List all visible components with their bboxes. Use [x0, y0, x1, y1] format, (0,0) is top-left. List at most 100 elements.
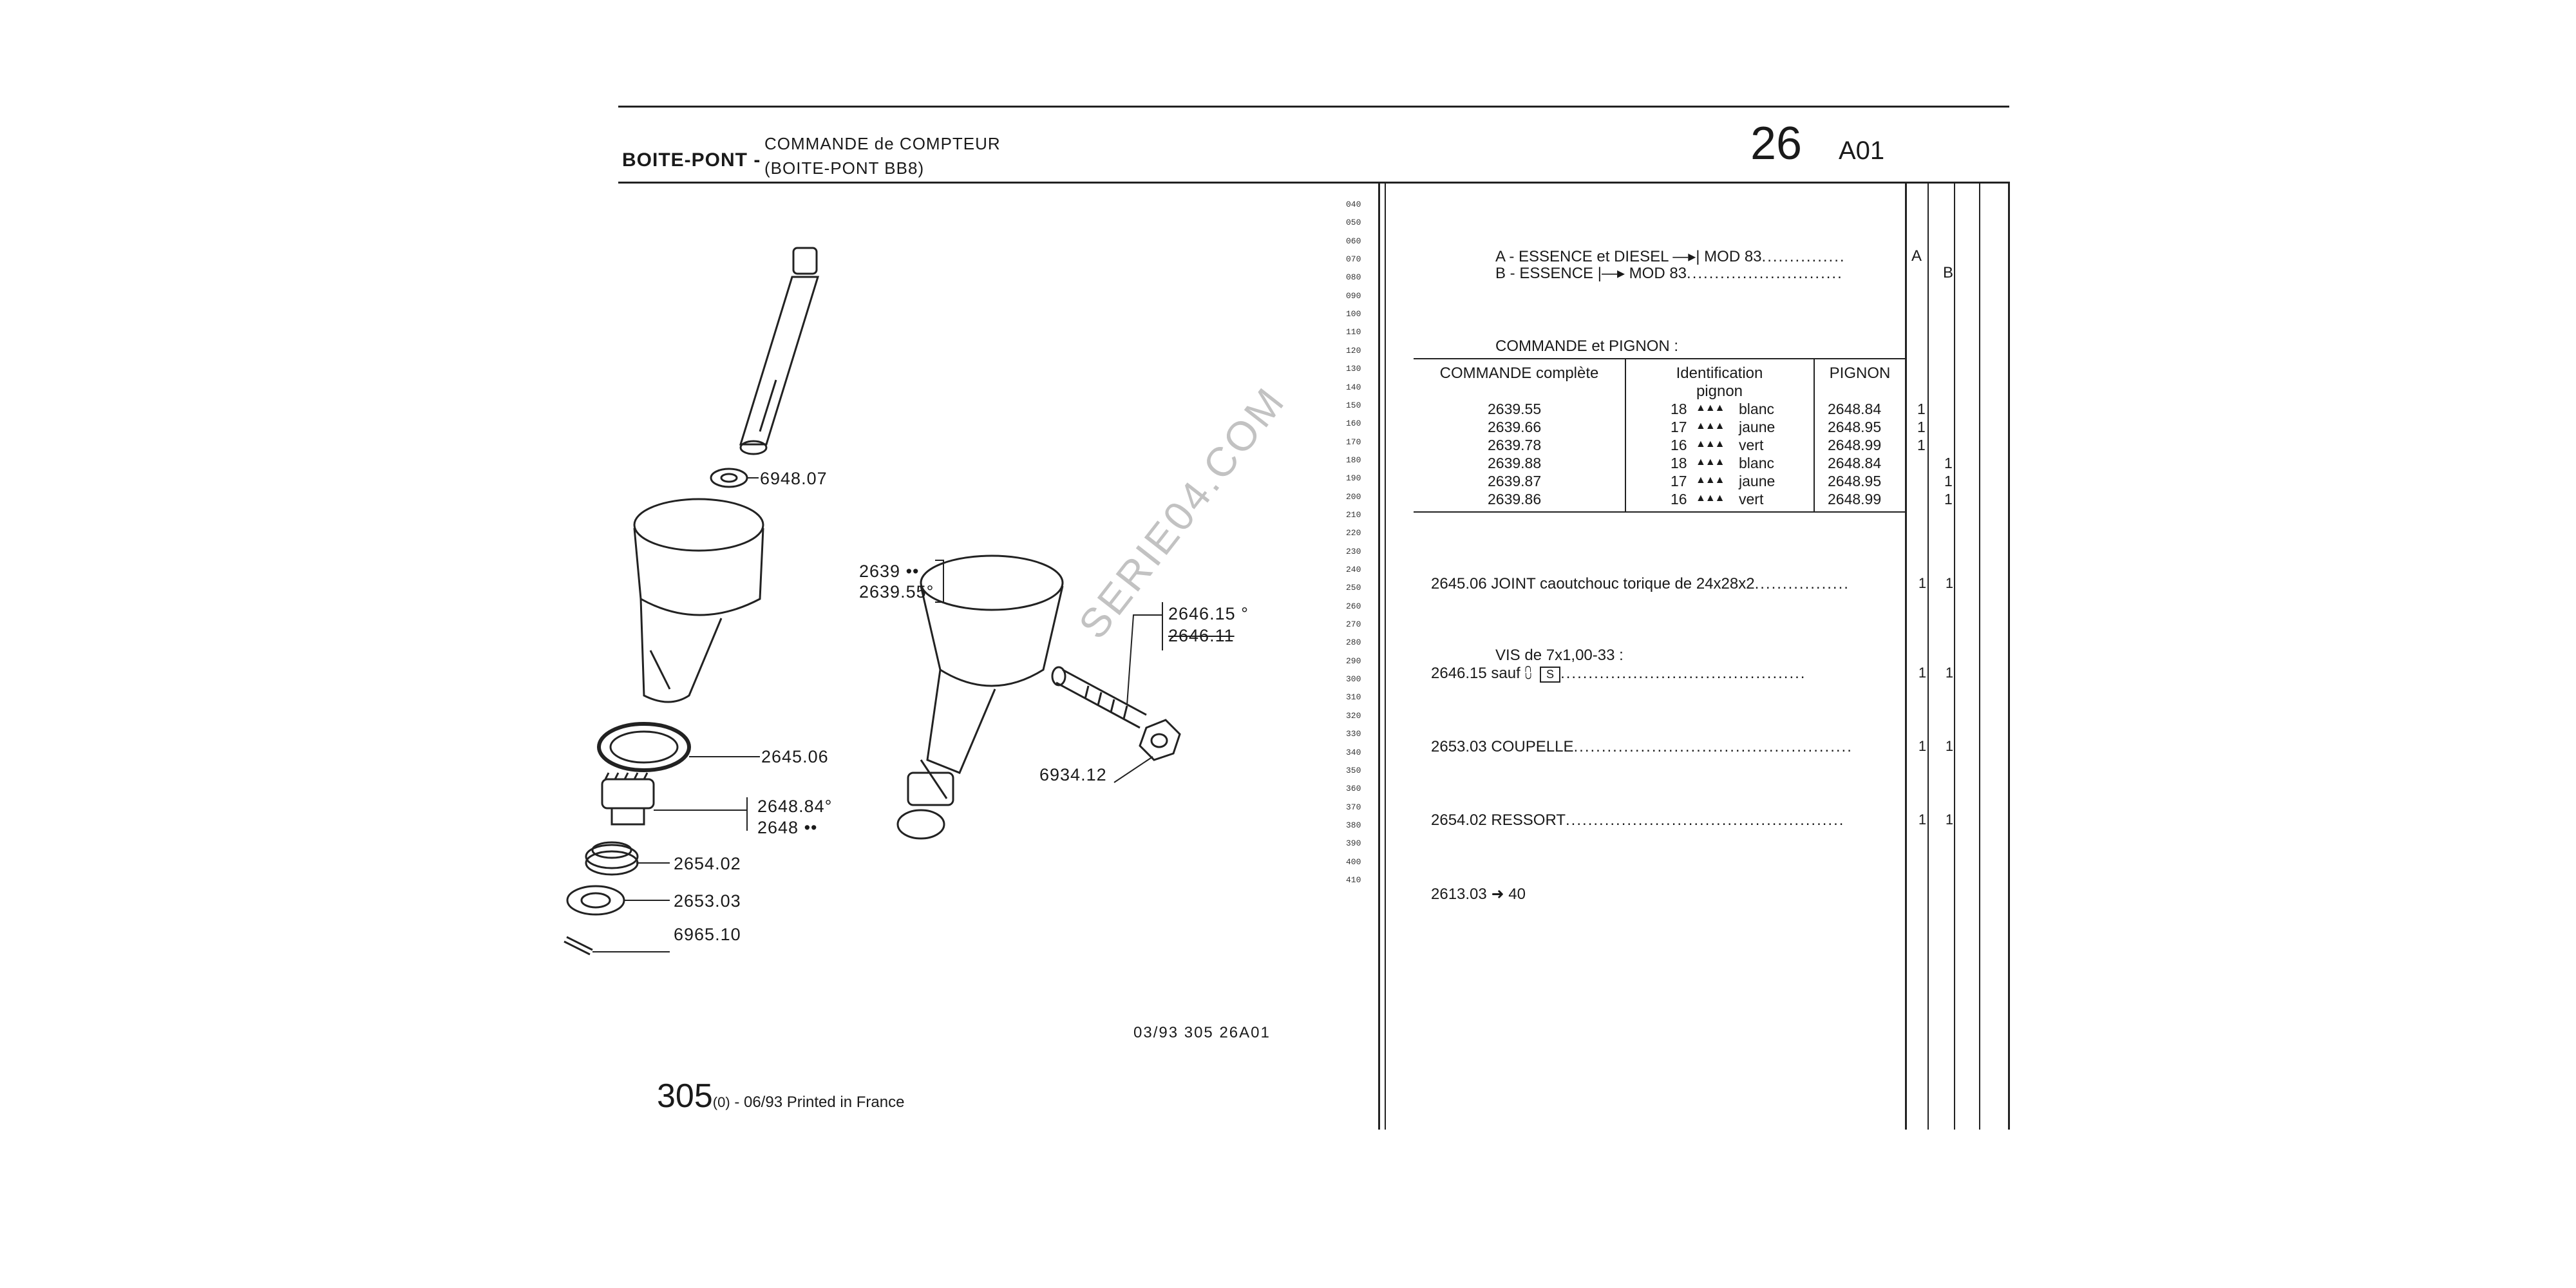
pignon-ref: 2648.84 — [1828, 401, 1882, 417]
line-number: 220 — [1346, 528, 1361, 538]
commande-ref: 2639.86 — [1488, 491, 1542, 507]
part-row-2613: 2613.03 ➜ 40 — [1431, 885, 1526, 904]
footer-print-info: 305(0) - 06/93 Printed in France — [657, 1077, 904, 1115]
line-number: 320 — [1346, 710, 1361, 721]
pinion-col-identification: Identification — [1676, 365, 1763, 382]
qty-b: 1 — [1944, 455, 1953, 471]
commande-ref: 2639.88 — [1488, 455, 1542, 471]
callout-2639: 2639 •• — [859, 562, 920, 581]
washer-drawing — [710, 468, 748, 488]
pinion-table-sep-1 — [1625, 358, 1626, 511]
qty-b: 1 — [1944, 491, 1953, 507]
pinion-table-sep-2 — [1814, 358, 1815, 511]
column-b-label: B — [1943, 264, 1954, 281]
part-label: 2653.03 COUPELLE — [1431, 738, 1574, 755]
page-number: 26 — [1750, 118, 1803, 169]
exploded-parts-diagram — [564, 247, 1181, 956]
section-title: BOITE-PONT - — [622, 149, 761, 171]
column-a-label: A — [1911, 247, 1922, 265]
part-label: 2645.06 JOINT caoutchouc torique de 24x2… — [1431, 575, 1755, 592]
commande-ref: 2639.55 — [1488, 401, 1542, 417]
frame-col-b-right — [1954, 182, 1955, 1130]
arrow-start-icon: |—▸ — [1597, 265, 1625, 282]
triangle-marks-icon: ▲▲▲ — [1696, 475, 1725, 486]
line-number: 150 — [1346, 400, 1361, 410]
frame-col-c — [1979, 182, 1980, 1130]
frame-left — [1378, 182, 1380, 1130]
applicability-b: B - ESSENCE |—▸ MOD 83..................… — [1495, 264, 1843, 283]
qty-a: 1 — [1917, 419, 1926, 435]
qty-a: 1 — [1918, 575, 1927, 591]
housing-drawing — [633, 498, 764, 703]
footer-print-text: - 06/93 Printed in France — [730, 1094, 905, 1111]
applicability-b-suffix: MOD 83 — [1629, 265, 1687, 282]
cup-drawing — [566, 885, 625, 916]
line-number: 230 — [1346, 546, 1361, 556]
line-number: 400 — [1346, 857, 1361, 867]
callout-2654-02: 2654.02 — [674, 854, 741, 873]
part-label: 2613.03 — [1431, 886, 1487, 903]
line-number: 270 — [1346, 620, 1361, 630]
spring-drawing — [585, 841, 639, 876]
line-number: 360 — [1346, 784, 1361, 794]
part-row-2646: 2646.15 sauf ⩇ S........................… — [1431, 665, 1806, 683]
line-number: 370 — [1346, 802, 1361, 812]
pinion-col-commande: COMMANDE complète — [1439, 365, 1599, 382]
line-number: 160 — [1346, 419, 1361, 429]
pinion-drawing — [601, 772, 655, 826]
line-number: 190 — [1346, 473, 1361, 484]
pignon-ref: 2648.84 — [1828, 455, 1882, 471]
callout-2653-03: 2653.03 — [674, 891, 741, 911]
header-bottom-rule — [618, 182, 2009, 184]
pinion-color: jaune — [1739, 419, 1776, 435]
line-number: 280 — [1346, 638, 1361, 648]
line-number: 410 — [1346, 875, 1361, 885]
leader-dots: ............................ — [1687, 265, 1843, 282]
frame-left-inner — [1385, 182, 1386, 1130]
commande-ref: 2639.87 — [1488, 473, 1542, 489]
pinion-col-identification-2: pignon — [1696, 383, 1743, 400]
leader-dots: ........................................… — [1566, 811, 1845, 829]
line-number: 390 — [1346, 838, 1361, 849]
leader-dots: ........................................… — [1573, 738, 1853, 755]
qty-a: 1 — [1918, 665, 1927, 681]
arrow-stop-icon: —▸| — [1672, 248, 1700, 265]
triangle-marks-icon: ▲▲▲ — [1696, 457, 1725, 468]
line-number: 120 — [1346, 345, 1361, 355]
callout-6965-10: 6965.10 — [674, 925, 741, 944]
pinion-teeth: 18 — [1671, 401, 1687, 417]
pinion-table-top-rule — [1414, 358, 1905, 359]
line-number: 090 — [1346, 290, 1361, 301]
line-number: 250 — [1346, 583, 1361, 593]
line-number: 300 — [1346, 674, 1361, 685]
leader-dots: ................. — [1754, 575, 1850, 592]
leader-dots: ........................................… — [1560, 665, 1806, 682]
assembly-drawing — [896, 554, 1064, 840]
line-number: 180 — [1346, 455, 1361, 465]
pignon-ref: 2648.95 — [1828, 473, 1882, 489]
line-number: 200 — [1346, 491, 1361, 502]
qty-b: 1 — [1945, 738, 1954, 754]
callout-2646-11: 2646.11 — [1168, 626, 1235, 645]
pignon-ref: 2648.95 — [1828, 419, 1882, 435]
line-number: 210 — [1346, 509, 1361, 520]
footer-page-sup: (0) — [712, 1094, 730, 1110]
part-row-2654: 2654.02 RESSORT.........................… — [1431, 811, 1844, 829]
document-code: 03/93 305 26A01 — [1133, 1024, 1271, 1041]
line-number: 380 — [1346, 820, 1361, 830]
line-number: 330 — [1346, 729, 1361, 739]
callout-2646-15: 2646.15 ° — [1168, 604, 1249, 623]
pinion-color: jaune — [1739, 473, 1776, 489]
qty-b: 1 — [1944, 473, 1953, 489]
arrow-right-icon: ➜ — [1491, 886, 1504, 903]
pinion-teeth: 18 — [1671, 455, 1687, 471]
part-label: 2646.15 sauf — [1431, 665, 1520, 682]
part-row-2646-pre: VIS de 7x1,00-33 : — [1495, 647, 1624, 664]
applicability-a: A - ESSENCE et DIESEL —▸| MOD 83........… — [1495, 247, 1846, 266]
pinion-table-bottom-rule — [1414, 511, 1905, 513]
o-ring-drawing — [597, 722, 691, 772]
pinion-color: blanc — [1739, 401, 1774, 417]
line-number: 350 — [1346, 765, 1361, 775]
vehicle-symbol-icon: ⩇ — [1524, 665, 1532, 682]
qty-a: 1 — [1918, 811, 1927, 828]
